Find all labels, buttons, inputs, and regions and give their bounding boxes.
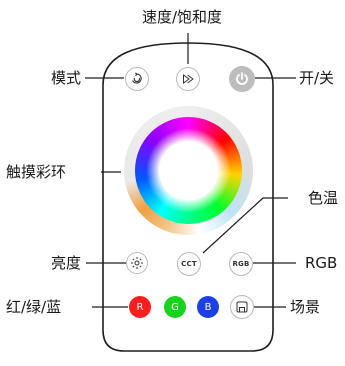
mode-button[interactable] [125,67,149,91]
red-button[interactable]: R [129,296,151,318]
scene-button[interactable] [230,295,254,319]
label-red-green-blue: 红/绿/蓝 [6,298,62,316]
label-touch-ring: 触摸彩环 [6,163,67,181]
sun-icon [131,257,143,269]
blue-button[interactable]: B [197,296,219,318]
power-button[interactable] [229,66,255,92]
label-brightness: 亮度 [51,254,82,272]
label-color-temp: 色温 [308,189,339,207]
green-button[interactable]: G [164,296,186,318]
cycle-icon [132,72,142,84]
power-icon [236,72,248,85]
touch-color-ring[interactable] [124,106,253,235]
save-icon [236,301,248,313]
label-rgb: RGB [305,254,338,272]
label-mode: 模式 [51,69,82,87]
cct-button[interactable]: CCT [177,252,201,276]
label-power-switch: 开/关 [299,69,335,87]
leader-cct [202,197,288,254]
label-speed-saturation: 速度/饱和度 [142,8,223,26]
play-fast-icon [183,74,194,84]
speed-saturation-button[interactable] [176,67,200,91]
brightness-button[interactable] [126,252,148,274]
ring-center [159,141,218,200]
label-scene: 场景 [290,298,321,316]
rgb-mode-button[interactable]: RGB [229,252,253,276]
